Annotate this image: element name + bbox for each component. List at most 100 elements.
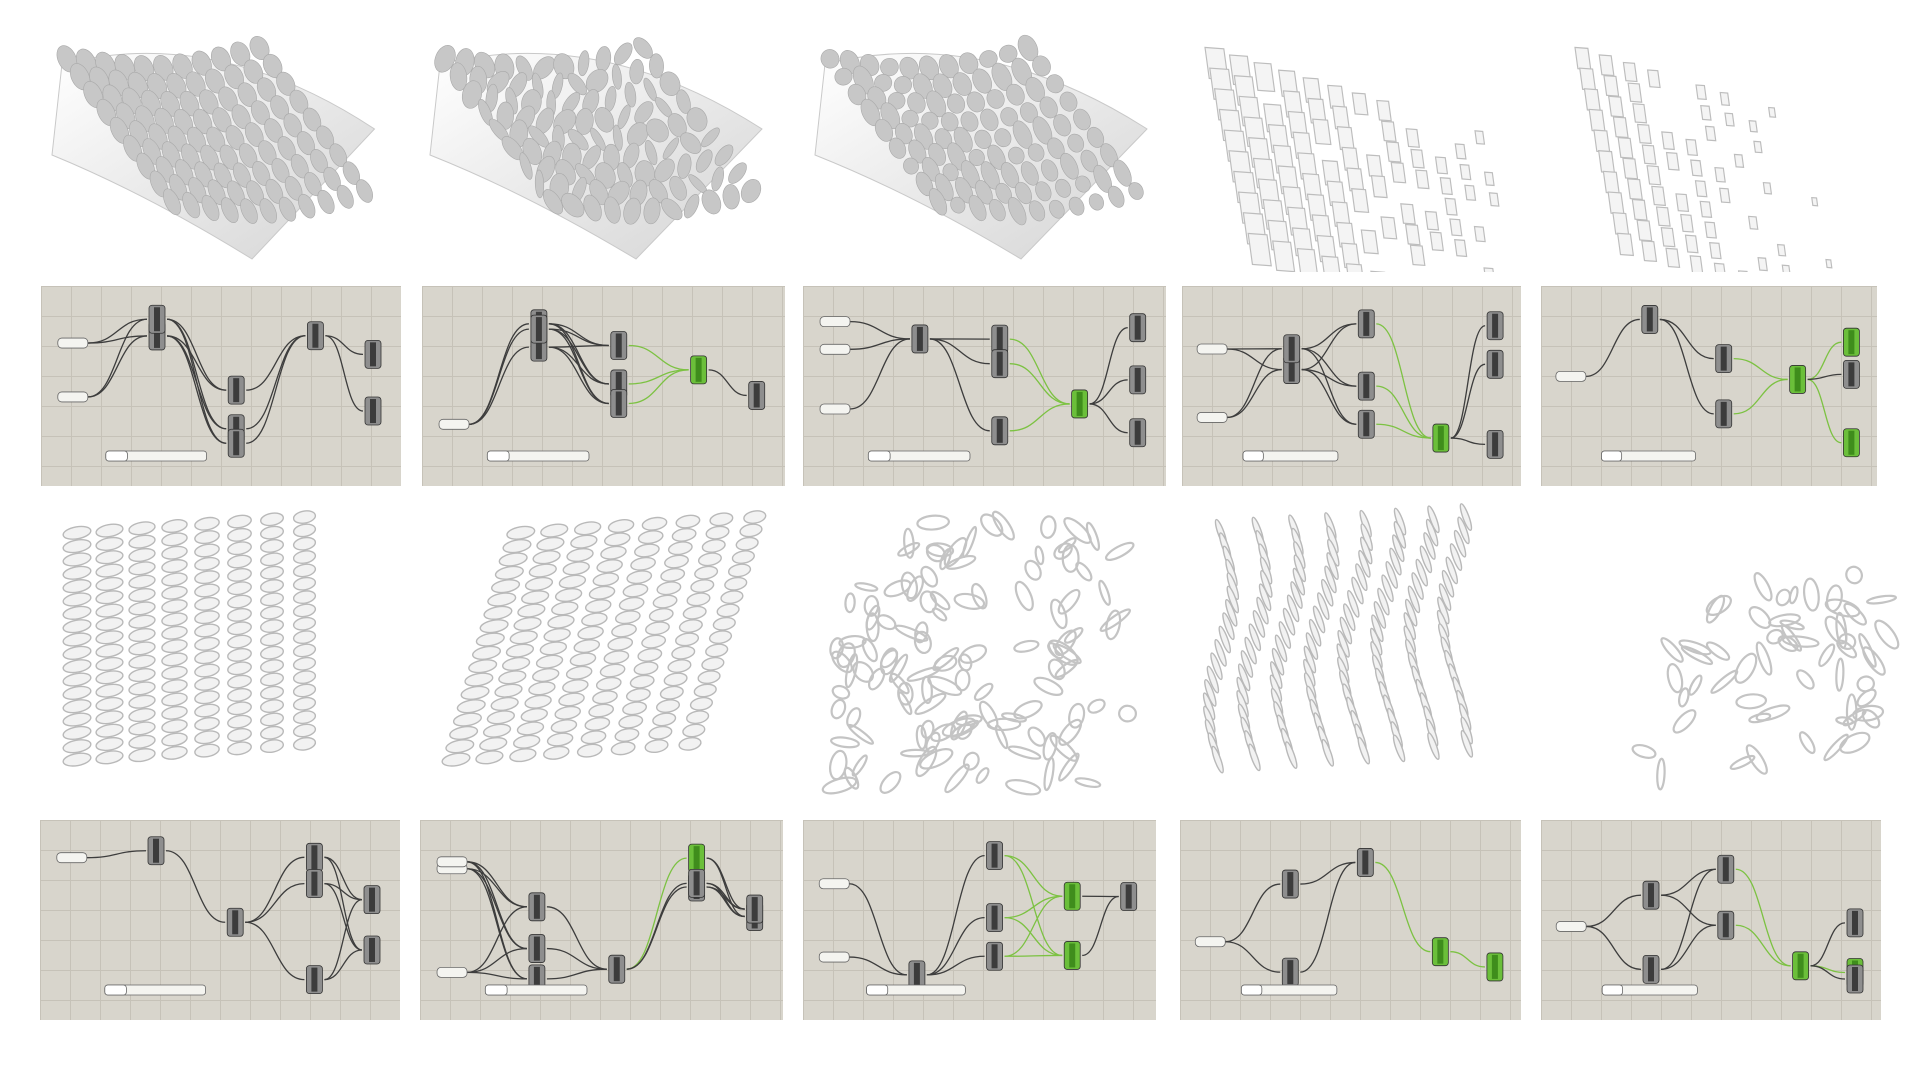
gh-canvas-r1-c5[interactable] (1541, 286, 1877, 486)
gh-node[interactable] (1642, 880, 1660, 910)
gh-node[interactable] (986, 903, 1003, 933)
gh-node[interactable] (364, 396, 382, 426)
gh-node[interactable] (1063, 941, 1081, 970)
gh-slider[interactable] (866, 984, 966, 996)
gh-node[interactable] (305, 869, 323, 899)
gh-node[interactable] (1717, 910, 1735, 940)
gh-canvas-r2-c4[interactable] (1180, 820, 1521, 1020)
gh-node[interactable] (148, 304, 166, 334)
gh-node[interactable] (1555, 921, 1587, 932)
gh-node[interactable] (1846, 908, 1864, 938)
gh-node[interactable] (226, 907, 244, 937)
gh-canvas-r1-c4-graph[interactable] (1182, 286, 1521, 486)
gh-canvas-r2-c3-graph[interactable] (803, 820, 1156, 1020)
gh-node[interactable] (1842, 359, 1860, 389)
gh-node[interactable] (688, 868, 706, 898)
gh-node[interactable] (305, 842, 323, 872)
gh-canvas-r2-c3[interactable] (803, 820, 1156, 1020)
gh-canvas-r2-c1-graph[interactable] (40, 820, 400, 1020)
gh-canvas-r2-c1[interactable] (40, 820, 400, 1020)
gh-node[interactable] (1129, 313, 1147, 343)
gh-node[interactable] (991, 416, 1009, 446)
gh-node[interactable] (363, 935, 381, 965)
gh-node[interactable] (528, 892, 546, 922)
gh-node[interactable] (57, 391, 89, 403)
gh-slider[interactable] (484, 984, 588, 996)
gh-node[interactable] (819, 316, 851, 328)
gh-node[interactable] (1842, 428, 1860, 458)
gh-node[interactable] (1196, 412, 1228, 423)
gh-canvas-r2-c2-graph[interactable] (420, 820, 783, 1020)
gh-node[interactable] (1555, 370, 1587, 382)
gh-node[interactable] (528, 934, 546, 963)
gh-node[interactable] (1486, 349, 1504, 379)
gh-node[interactable] (911, 324, 929, 354)
gh-node[interactable] (438, 418, 470, 430)
gh-node[interactable] (1281, 869, 1299, 899)
gh-node[interactable] (1281, 957, 1299, 987)
gh-node[interactable] (1129, 365, 1147, 395)
gh-node[interactable] (364, 339, 382, 369)
gh-node[interactable] (986, 941, 1003, 971)
gh-canvas-r2-c5[interactable] (1541, 820, 1881, 1020)
gh-node[interactable] (1486, 952, 1504, 982)
gh-canvas-r2-c5-graph[interactable] (1541, 820, 1881, 1020)
gh-slider[interactable] (1240, 984, 1338, 996)
gh-slider[interactable] (104, 984, 207, 996)
gh-node[interactable] (1642, 954, 1660, 984)
gh-node[interactable] (1846, 964, 1864, 994)
gh-node[interactable] (1120, 882, 1138, 911)
gh-node[interactable] (56, 852, 88, 864)
gh-canvas-r1-c1-graph[interactable] (41, 286, 401, 486)
gh-slider[interactable] (105, 450, 208, 462)
gh-node[interactable] (1283, 334, 1301, 364)
gh-node[interactable] (1486, 311, 1504, 341)
gh-slider[interactable] (867, 450, 971, 462)
gh-node[interactable] (818, 878, 850, 890)
gh-canvas-r2-c2[interactable] (420, 820, 783, 1020)
gh-node[interactable] (1717, 854, 1735, 884)
gh-node[interactable] (436, 856, 468, 868)
gh-node[interactable] (1431, 937, 1449, 967)
gh-node[interactable] (1356, 848, 1374, 877)
gh-node[interactable] (227, 428, 245, 458)
gh-node[interactable] (1842, 327, 1860, 357)
gh-node[interactable] (1071, 389, 1089, 419)
gh-node[interactable] (1357, 371, 1375, 401)
gh-canvas-r1-c5-graph[interactable] (1541, 286, 1877, 486)
gh-node[interactable] (991, 324, 1009, 354)
gh-node[interactable] (1129, 418, 1147, 448)
gh-node[interactable] (748, 381, 766, 410)
gh-node[interactable] (1792, 951, 1810, 981)
gh-node[interactable] (991, 349, 1009, 379)
gh-slider[interactable] (1242, 450, 1339, 462)
gh-node[interactable] (1486, 429, 1504, 459)
gh-node[interactable] (1641, 305, 1659, 334)
gh-node[interactable] (363, 885, 381, 915)
gh-node[interactable] (1357, 309, 1375, 339)
gh-node[interactable] (436, 966, 468, 978)
gh-node[interactable] (1715, 399, 1733, 429)
gh-node[interactable] (1432, 423, 1450, 453)
gh-slider[interactable] (1601, 984, 1698, 996)
gh-node[interactable] (986, 841, 1003, 871)
gh-node[interactable] (1063, 881, 1081, 911)
gh-node[interactable] (819, 403, 851, 415)
gh-node[interactable] (1194, 936, 1226, 948)
gh-node[interactable] (227, 375, 245, 405)
gh-slider[interactable] (1601, 450, 1696, 462)
gh-node[interactable] (530, 314, 548, 344)
gh-canvas-r1-c2[interactable] (422, 286, 785, 486)
gh-canvas-r1-c2-graph[interactable] (422, 286, 785, 486)
gh-node[interactable] (610, 389, 628, 418)
gh-canvas-r1-c3[interactable] (803, 286, 1166, 486)
gh-node[interactable] (57, 337, 89, 349)
gh-node[interactable] (1196, 343, 1228, 355)
gh-node[interactable] (1789, 365, 1807, 394)
gh-node[interactable] (818, 951, 850, 963)
gh-node[interactable] (1357, 409, 1375, 439)
gh-node[interactable] (690, 355, 708, 385)
gh-node[interactable] (688, 843, 706, 873)
gh-node[interactable] (147, 836, 165, 866)
gh-node[interactable] (610, 331, 628, 360)
